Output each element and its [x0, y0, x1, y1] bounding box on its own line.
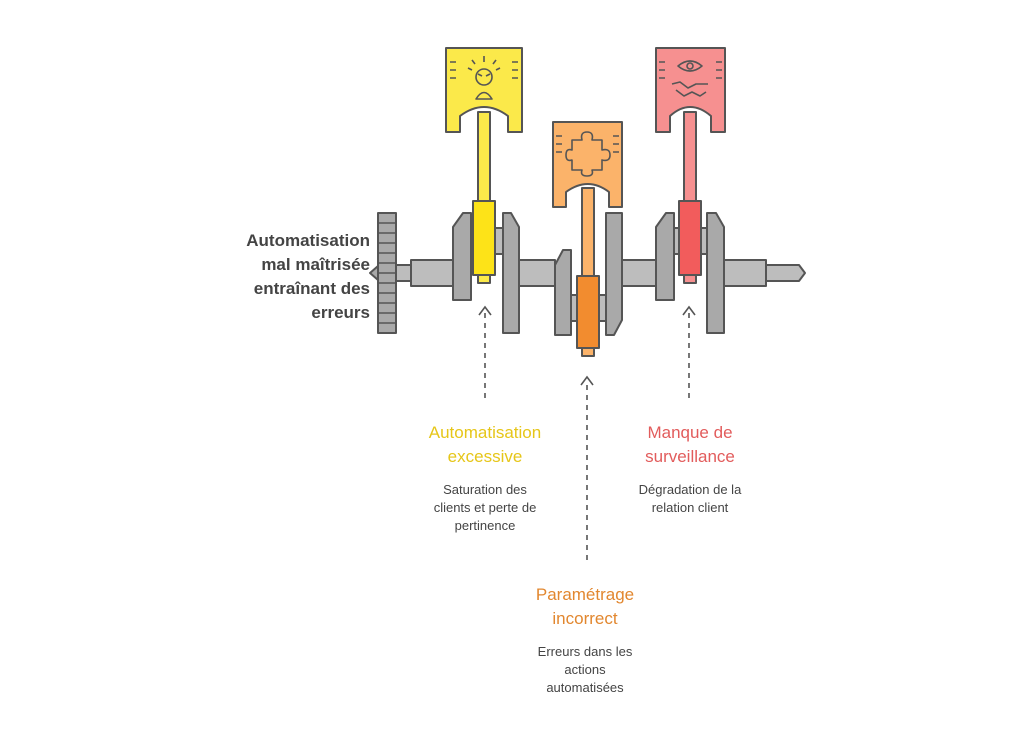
cause-title-parametrage-incorrect: Paramétrage incorrect	[500, 583, 670, 631]
cause-title-line: Automatisation	[428, 423, 542, 442]
cause-description-line: pertinence	[454, 518, 516, 533]
cause-description-line: Dégradation de la	[638, 482, 742, 497]
cause-title-manque-de-surveillance: Manque de surveillance	[605, 421, 775, 469]
arrowhead-1	[478, 305, 492, 316]
piston-automatisation-excessive	[445, 47, 523, 284]
arrowhead-2	[580, 375, 594, 386]
cause-description-manque-de-surveillance: Dégradation de la relation client	[605, 481, 775, 517]
cause-title-automatisation-excessive: Automatisation excessive	[400, 421, 570, 469]
eye-handshake-icon	[671, 60, 708, 97]
cause-title-line: surveillance	[645, 447, 735, 466]
cause-description-line: clients et perte de	[433, 500, 537, 515]
main-title-line: Automatisation	[246, 231, 370, 250]
cause-title-line: Paramétrage	[535, 585, 635, 604]
arrowhead-3	[682, 305, 696, 316]
piston-parametrage-incorrect	[552, 121, 623, 357]
crankshaft	[395, 212, 806, 336]
cause-description-line: actions	[564, 662, 606, 677]
gear-icon	[369, 212, 397, 334]
main-title-line: erreurs	[311, 303, 370, 322]
cause-description-automatisation-excessive: Saturation des clients et perte de perti…	[400, 481, 570, 535]
puzzle-piece-icon	[565, 131, 611, 177]
cause-title-line: incorrect	[552, 609, 618, 628]
main-title-line: mal maîtrisée	[261, 255, 370, 274]
stressed-person-icon	[467, 56, 501, 100]
cause-description-line: relation client	[651, 500, 729, 515]
main-title-line: entraînant des	[253, 279, 370, 298]
cause-description-line: automatisées	[546, 680, 624, 695]
main-title: Automatisation mal maîtrisée entraînant …	[200, 229, 370, 325]
cause-description-line: Erreurs dans les	[537, 644, 633, 659]
cause-title-line: excessive	[447, 447, 523, 466]
piston-manque-de-surveillance	[655, 47, 726, 284]
cause-description-line: Saturation des	[443, 482, 527, 497]
cause-description-parametrage-incorrect: Erreurs dans les actions automatisées	[500, 643, 670, 697]
cause-title-line: Manque de	[647, 423, 733, 442]
